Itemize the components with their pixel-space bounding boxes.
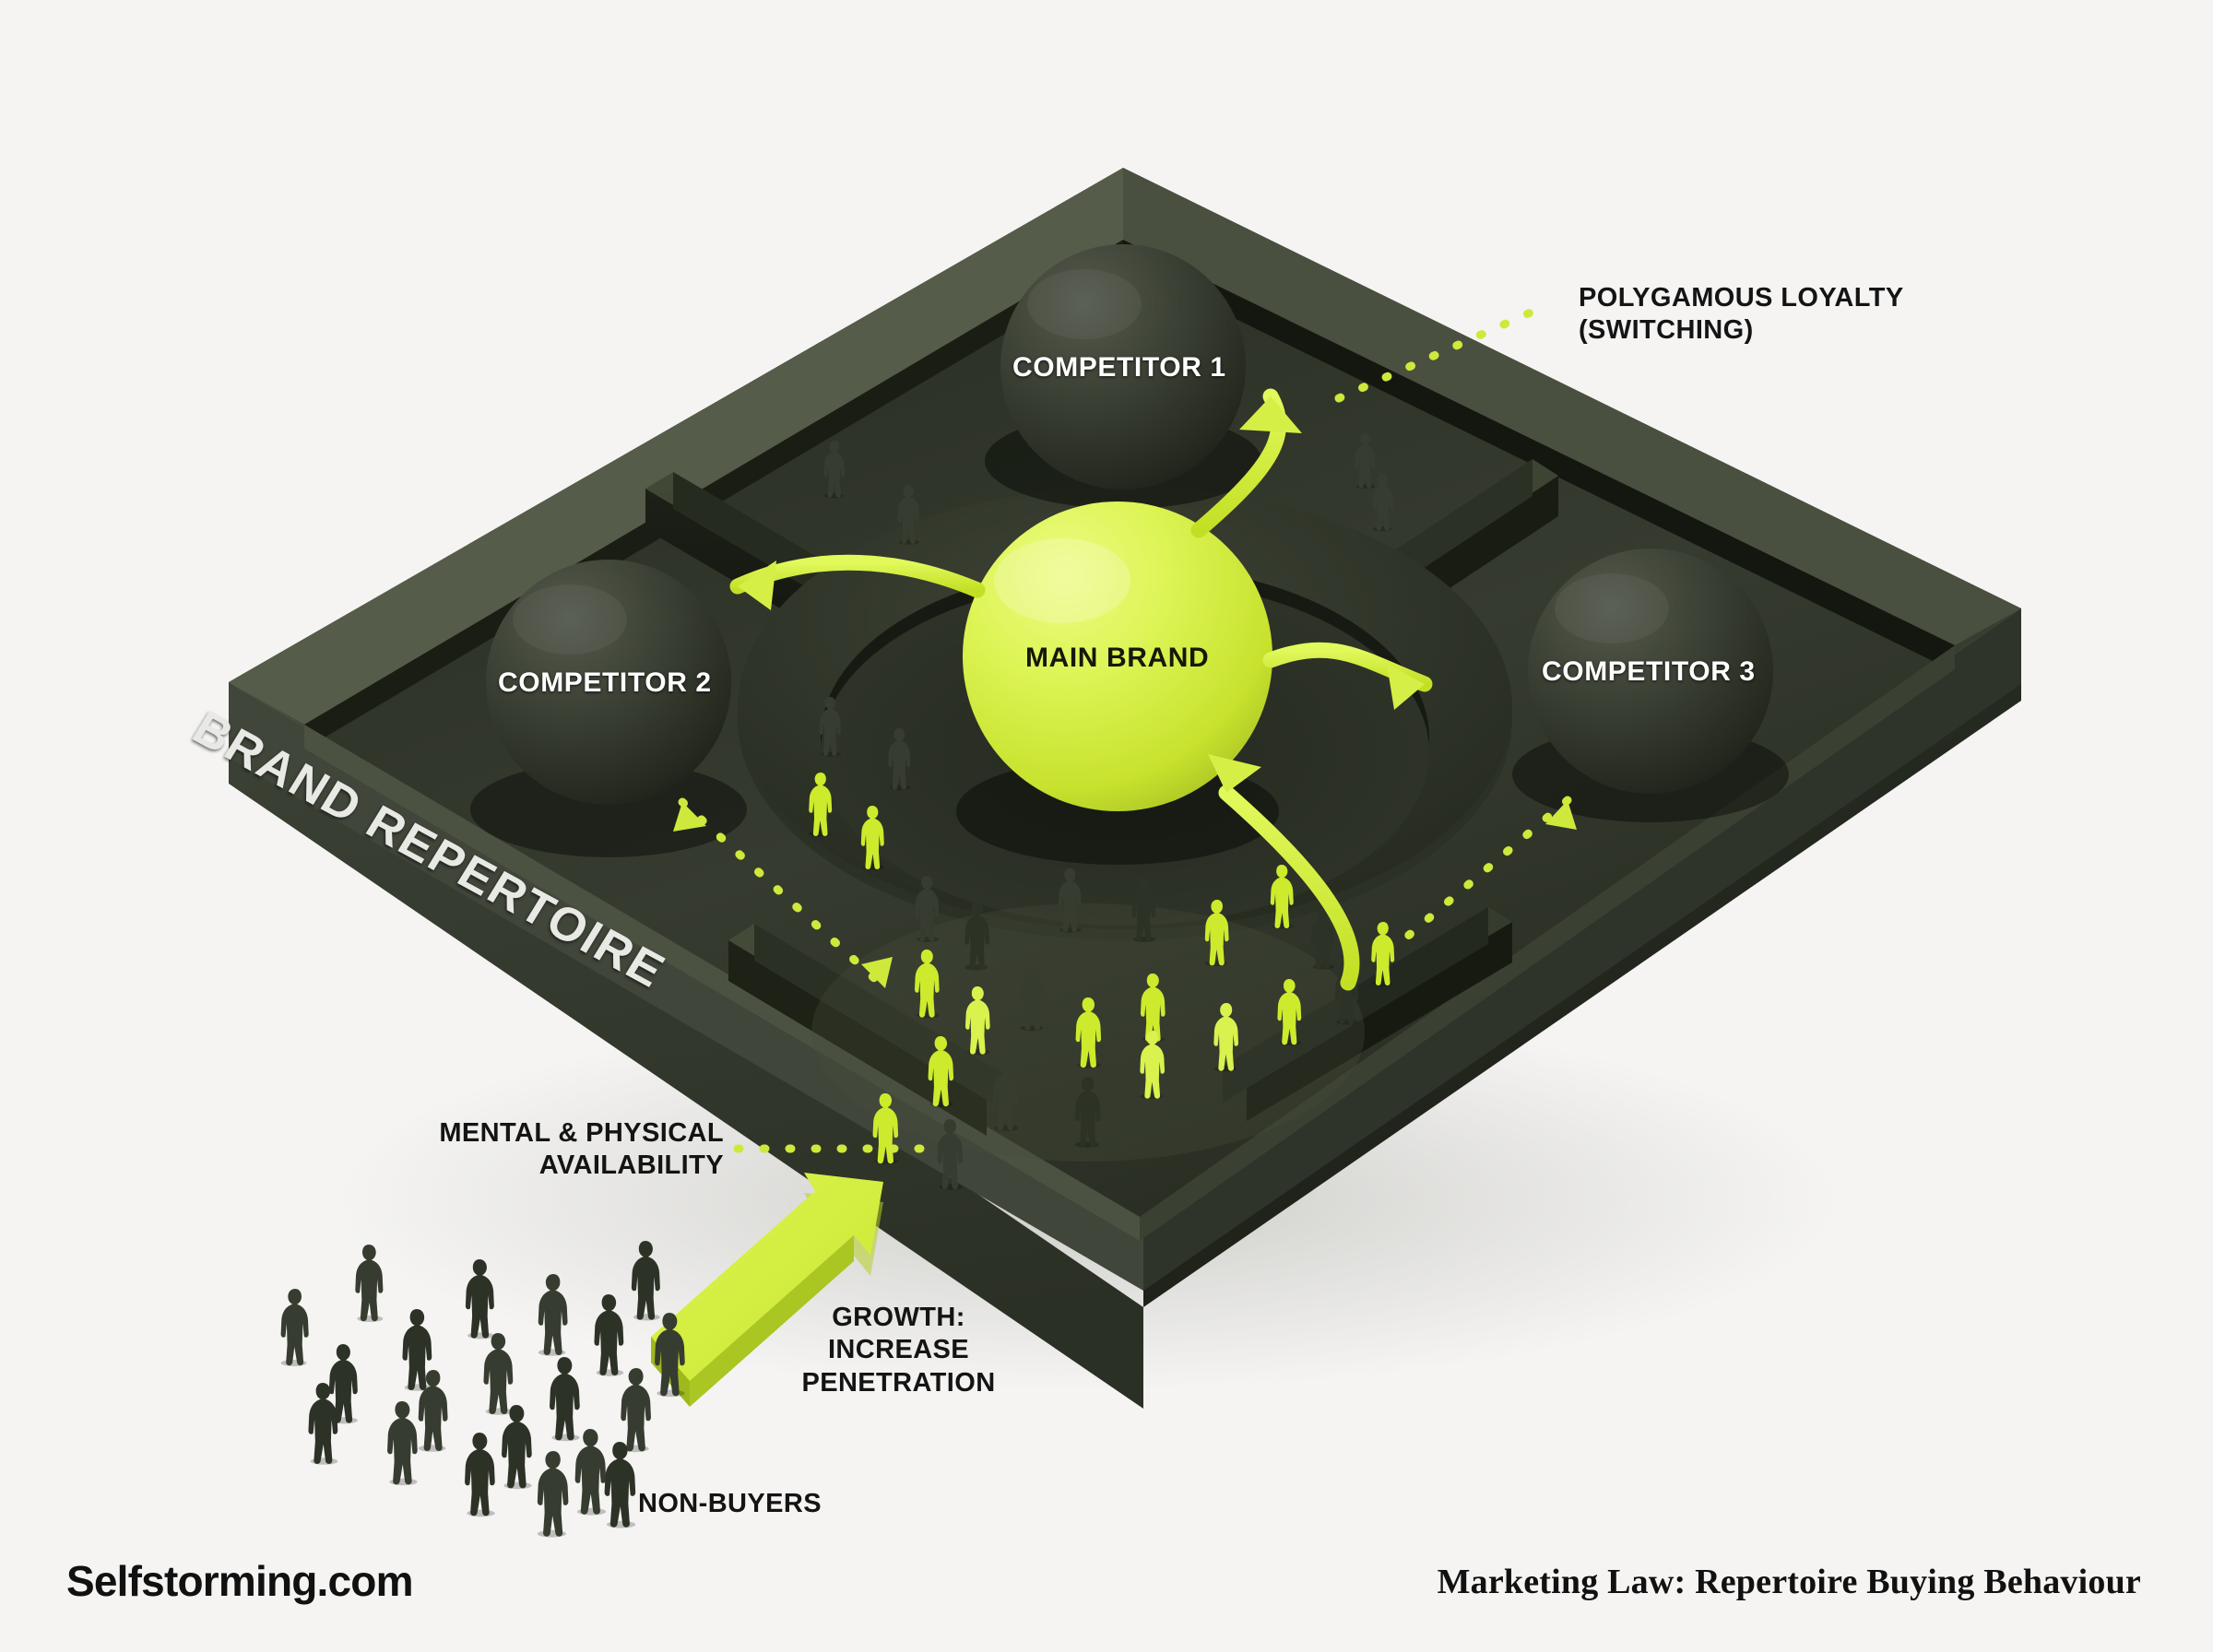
- person-inside: [1204, 900, 1229, 966]
- person-inside: [964, 986, 990, 1056]
- board-outer-rim: [229, 168, 2021, 1291]
- person-inside: [823, 441, 845, 499]
- leader-mental-availability-left: [678, 797, 890, 993]
- rim-top-left: [229, 168, 1123, 725]
- person-inside: [860, 806, 884, 870]
- wall-c-face: [728, 940, 987, 1136]
- footer-caption: Marketing Law: Repertoire Buying Behavio…: [1437, 1563, 2141, 1601]
- person-inside: [915, 876, 940, 942]
- person-non-buyer: [483, 1333, 514, 1415]
- person-non-buyer: [574, 1429, 607, 1516]
- leaderhead-left-down: [861, 957, 893, 988]
- dotted-leader-arrowheads: [673, 800, 1577, 988]
- person-non-buyer: [604, 1442, 636, 1528]
- person-non-buyer: [402, 1309, 432, 1391]
- person-non-buyer: [621, 1368, 651, 1453]
- sphere-competitor-2[interactable]: [486, 560, 731, 805]
- person-inside: [809, 773, 833, 837]
- growth-arrow-side: [690, 1235, 854, 1407]
- person-non-buyer: [387, 1401, 418, 1486]
- person-inside: [928, 1036, 954, 1107]
- person-inside: [819, 697, 841, 757]
- person-inside: [1075, 997, 1102, 1068]
- person-inside: [1310, 905, 1334, 970]
- person-inside: [1372, 474, 1393, 532]
- rim-top-right: [1123, 168, 2021, 645]
- rim-front-right: [1143, 608, 2021, 1291]
- growth-arrow-top: [651, 1173, 883, 1381]
- person-non-buyer: [308, 1383, 338, 1465]
- callout-growth-penetration: GROWTH: INCREASE PENETRATION: [801, 1303, 996, 1398]
- person-non-buyer: [655, 1313, 685, 1398]
- person-non-buyer: [550, 1357, 580, 1442]
- person-non-buyer: [355, 1245, 384, 1322]
- wall-d-side: [1223, 907, 1488, 1103]
- person-inside: [937, 1119, 964, 1190]
- person-inside: [1355, 433, 1375, 489]
- people-outside-non-buyers: [280, 1241, 685, 1538]
- arrowhead-to-main-brand: [1208, 754, 1261, 793]
- arrowhead-to-competitor-3: [1387, 664, 1425, 710]
- person-inside: [1140, 1031, 1166, 1100]
- switching-arrowheads: [738, 396, 1425, 793]
- callout-non-buyers: NON-BUYERS: [638, 1489, 822, 1518]
- callout-mental-physical-availability: MENTAL & PHYSICAL AVAILABILITY: [439, 1118, 724, 1181]
- inner-wall-back-right: [1123, 240, 1955, 664]
- person-inside: [1058, 868, 1082, 933]
- dotted-leaders: [678, 300, 1572, 1153]
- growth-block-arrow: [651, 1173, 883, 1407]
- leaderhead-left-up: [673, 802, 706, 832]
- person-inside: [1131, 876, 1156, 942]
- person-non-buyer: [418, 1370, 448, 1452]
- people-inside-repertoire: [809, 433, 1395, 1190]
- person-non-buyer: [538, 1274, 568, 1356]
- sphere-competitor-1[interactable]: [1000, 244, 1246, 490]
- arrowhead-to-competitor-2: [738, 560, 776, 610]
- arrowhead-to-competitor-1: [1239, 396, 1302, 433]
- person-non-buyer: [280, 1289, 309, 1366]
- person-inside: [1270, 865, 1294, 929]
- person-inside: [964, 902, 990, 971]
- person-inside: [1074, 1077, 1101, 1148]
- person-inside: [888, 728, 911, 791]
- person-non-buyer: [328, 1344, 358, 1424]
- footer-brand-logo[interactable]: Selfstorming.com: [66, 1557, 414, 1605]
- leaderhead-right-up: [1545, 800, 1577, 830]
- person-inside: [914, 950, 940, 1019]
- inner-wall-front-left: [304, 725, 1140, 1241]
- person-inside: [992, 1060, 1019, 1131]
- person-inside: [1277, 979, 1302, 1045]
- arrow-competitor-3-to-main: [1218, 785, 1360, 991]
- sphere-main-brand[interactable]: [963, 502, 1272, 811]
- callout-polygamous-loyalty: POLYGAMOUS LOYALTY (SWITCHING): [1579, 283, 1904, 346]
- person-non-buyer: [537, 1451, 569, 1538]
- person-inside: [1213, 1003, 1239, 1072]
- person-non-buyer: [631, 1241, 660, 1321]
- person-inside: [1371, 922, 1395, 986]
- person-non-buyer: [465, 1259, 494, 1339]
- wall-d-face: [1247, 922, 1512, 1121]
- person-non-buyer: [594, 1294, 624, 1376]
- person-non-buyer: [465, 1433, 495, 1517]
- shadow-competitor-2: [470, 761, 747, 857]
- person-non-buyer: [502, 1405, 532, 1490]
- sphere-competitor-3[interactable]: [1528, 549, 1773, 794]
- person-inside: [897, 485, 919, 545]
- person-inside: [1020, 962, 1046, 1032]
